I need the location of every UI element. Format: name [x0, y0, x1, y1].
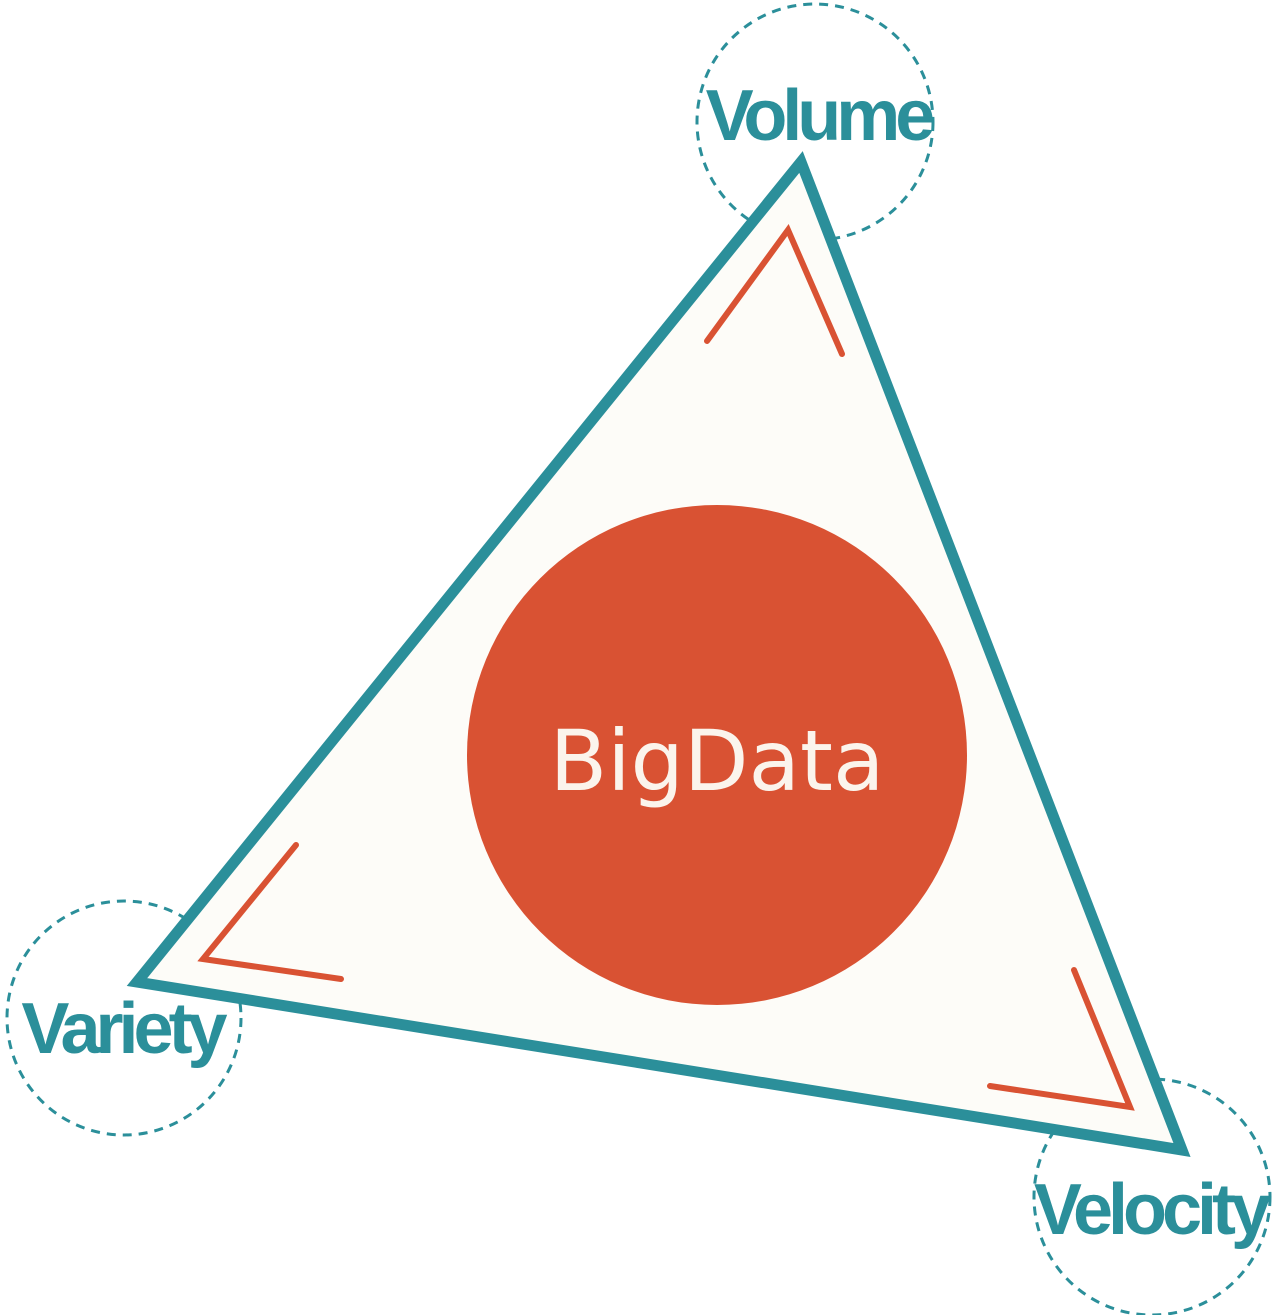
center-label: BigData [550, 712, 885, 810]
velocity-dashed-circle [1032, 1077, 1272, 1315]
center-circle [467, 505, 967, 1005]
volume-dashed-circle [695, 2, 935, 242]
top-corner-bracket [704, 224, 845, 357]
right-corner-bracket [987, 967, 1135, 1111]
volume-label: Volume [706, 76, 934, 156]
left-corner-bracket [197, 842, 344, 982]
velocity-label: Velocity [1034, 1170, 1271, 1250]
variety-dashed-circle [5, 899, 243, 1137]
variety-label: Variety [21, 989, 227, 1069]
